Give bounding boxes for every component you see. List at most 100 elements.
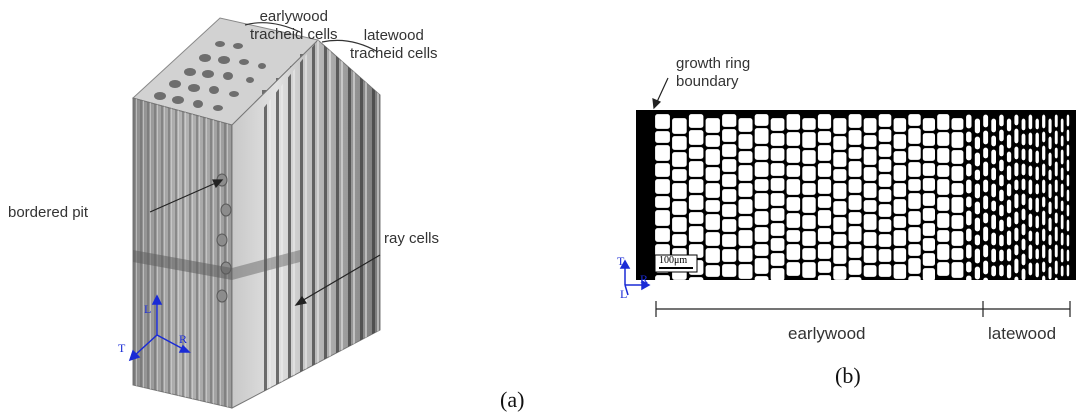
cell-lumen — [951, 150, 964, 164]
axis-label-l-a: L — [144, 302, 151, 316]
cell-lumen — [722, 159, 737, 172]
cell-lumen — [951, 183, 964, 195]
cell-lumen — [951, 118, 964, 130]
earlywood-brace — [244, 22, 301, 33]
cell-lumen — [1014, 162, 1019, 177]
label-bordered-pit: bordered pit — [8, 204, 89, 221]
cell-lumen — [1014, 128, 1019, 144]
cell-lumen — [1048, 266, 1052, 280]
cell-lumen — [893, 151, 907, 163]
cell-lumen — [1060, 200, 1064, 212]
cell-lumen — [833, 183, 847, 199]
cell-lumen — [1028, 244, 1033, 260]
cell-lumen — [833, 136, 847, 150]
cell-lumen — [974, 136, 980, 150]
cell-lumen — [863, 200, 877, 212]
cell-lumen — [983, 212, 989, 224]
cell-lumen — [672, 118, 687, 134]
cell-lumen — [1028, 179, 1033, 195]
cell-lumen — [1021, 193, 1026, 206]
cell-lumen — [999, 234, 1004, 247]
cell-lumen — [833, 152, 847, 167]
cell-lumen — [983, 226, 989, 242]
cell-lumen — [908, 114, 921, 126]
cell-lumen — [878, 159, 892, 172]
cell-lumen — [817, 261, 832, 273]
cell-lumen — [951, 231, 964, 246]
cell-lumen — [893, 230, 907, 246]
cell-lumen — [878, 189, 892, 202]
cell-lumen — [1060, 167, 1064, 181]
cell-lumen — [966, 114, 972, 129]
cell-lumen — [893, 248, 907, 262]
cell-lumen — [1035, 231, 1039, 246]
cell-lumen — [937, 197, 950, 211]
cell-lumen — [1066, 249, 1070, 262]
cell-lumen — [863, 214, 877, 230]
cell-lumen — [1060, 135, 1064, 147]
cell-lumen — [754, 162, 769, 177]
wood-block-3d — [131, 17, 381, 409]
cell-lumen — [974, 248, 980, 264]
cell-lumen — [1042, 196, 1046, 208]
cell-lumen — [655, 114, 670, 129]
cell-lumen — [1014, 211, 1019, 225]
axis-label-l-b: L — [620, 287, 627, 301]
cell-lumen — [1021, 133, 1026, 146]
cell-lumen — [722, 114, 737, 127]
cell-lumen — [688, 161, 704, 177]
cell-lumen — [1021, 163, 1026, 176]
cell-lumen — [786, 262, 801, 276]
cell-lumen — [951, 248, 964, 260]
cell-lumen — [863, 118, 877, 133]
cell-lumen — [966, 131, 972, 143]
cell-lumen — [1028, 230, 1033, 242]
side-face-latewood-grain — [262, 40, 380, 392]
cell-lumen — [688, 277, 704, 289]
cell-lumen — [922, 238, 935, 251]
cell-lumen — [991, 167, 996, 181]
cell-lumen — [1060, 183, 1064, 198]
cell-lumen — [1054, 130, 1058, 145]
cell-lumen — [937, 165, 950, 177]
cell-lumen — [878, 264, 892, 277]
cell-lumen — [705, 149, 720, 165]
cell-lumen — [999, 114, 1004, 127]
cell-lumen — [738, 134, 753, 149]
cell-lumen — [833, 248, 847, 264]
cell-lumen — [908, 162, 921, 177]
cell-lumen — [1054, 277, 1058, 289]
cell-lumen — [966, 275, 972, 291]
cell-lumen — [848, 277, 862, 289]
cell-lumen — [908, 258, 921, 274]
cell-lumen — [802, 197, 816, 213]
cell-lumen — [878, 249, 892, 262]
cell-lumen — [786, 197, 801, 211]
cell-lumen — [848, 161, 862, 177]
cell-lumen — [655, 196, 670, 208]
cell-lumen — [705, 214, 720, 230]
cell-lumen — [705, 265, 720, 277]
cell-lumen — [817, 196, 832, 208]
cell-lumen — [937, 244, 950, 260]
cell-lumen — [951, 166, 964, 181]
caption-a: (a) — [500, 387, 525, 412]
cell-lumen — [878, 144, 892, 157]
cell-lumen — [991, 183, 996, 198]
cell-lumen — [688, 114, 704, 128]
cell-lumen — [786, 230, 801, 242]
cell-lumen — [937, 148, 950, 163]
cell-lumen — [1048, 234, 1052, 246]
cell-lumen — [786, 148, 801, 163]
cell-lumen — [770, 178, 785, 191]
cell-lumen — [1021, 148, 1026, 161]
cell-lumen — [802, 132, 816, 148]
cell-lumen — [738, 248, 753, 262]
cell-lumen — [1042, 210, 1046, 226]
cell-lumen — [1035, 166, 1039, 181]
cell-lumen — [863, 232, 877, 246]
cell-lumen — [1035, 132, 1039, 148]
cell-lumen — [1066, 114, 1070, 127]
cell-lumen — [937, 262, 950, 276]
cell-lumen — [966, 228, 972, 242]
